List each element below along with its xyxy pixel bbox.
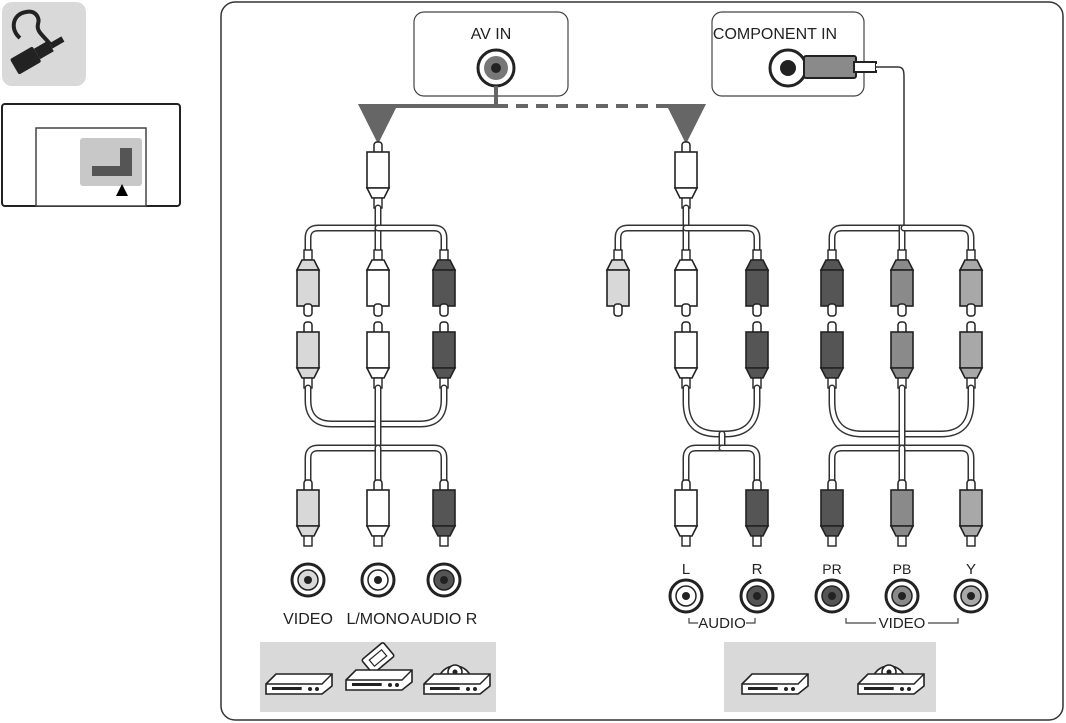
- av-middle-plug-2: [431, 321, 457, 389]
- av-jack-1: [360, 562, 396, 598]
- component-jack-1: [884, 578, 920, 614]
- av-in-port: AV IN: [413, 11, 569, 97]
- audio-jack-r: [739, 578, 775, 614]
- diagram-panel: [220, 1, 1064, 721]
- av-in-cable: [358, 86, 706, 144]
- video-label: VIDEO: [283, 611, 333, 628]
- camcorder-icon-base: [345, 669, 413, 691]
- audio-upper-plug-1: [673, 249, 699, 317]
- av-lower-plug-1: [365, 479, 391, 547]
- av-upper-plug-0: [295, 249, 321, 317]
- pr-label: PR: [822, 561, 841, 577]
- av-in-label: AV IN: [471, 26, 512, 43]
- camcorder-icon: [361, 642, 395, 674]
- av-jack-0: [290, 562, 326, 598]
- component-lower-plug-2: [958, 479, 984, 547]
- component-middle-plug-0: [819, 321, 845, 389]
- av-jack-2: [426, 562, 462, 598]
- audio-group-label: AUDIO: [698, 615, 746, 632]
- audio-middle-plug-l: [673, 321, 699, 389]
- component-in-label: COMPONENT IN: [713, 26, 837, 43]
- cable-plug-icon: [2, 2, 86, 86]
- audio-upper-plug-2: [744, 249, 770, 317]
- audio-jack-l: [668, 578, 704, 614]
- audio-r-label: AUDIO R: [411, 611, 478, 628]
- port-location-indicator-icon: [1, 103, 181, 207]
- jack-labels: VIDEO L/MONO AUDIO R L R PR PB Y AUDIO V…: [283, 561, 976, 632]
- component-in-port: COMPONENT IN: [711, 11, 877, 97]
- component-lower-plug-0: [819, 479, 845, 547]
- component-upper-plug-0: [819, 249, 845, 317]
- dvd-player-icon: [265, 673, 333, 695]
- l-label: L: [682, 561, 690, 578]
- disc-player-icon-base: [423, 673, 491, 695]
- component-middle-plug-1: [889, 321, 915, 389]
- av-middle-plug-0: [295, 321, 321, 389]
- drawing-layer: [260, 141, 989, 712]
- video-group-label: VIDEO: [879, 615, 926, 632]
- group-brackets: [688, 618, 959, 624]
- av-upper-plug-2: [431, 249, 457, 317]
- audio-upper-plug-0: [605, 249, 631, 317]
- component-upper-plug-1: [889, 249, 915, 317]
- audio-lower-plug-r: [744, 479, 770, 547]
- disc-player-icon-base: [857, 673, 925, 695]
- component-lower-plug-1: [889, 479, 915, 547]
- av-top-plug: [365, 141, 391, 209]
- audio-lower-plug-l: [673, 479, 699, 547]
- av-upper-plug-1: [365, 249, 391, 317]
- av-middle-plug-1: [365, 321, 391, 389]
- av-lower-plug-2: [431, 479, 457, 547]
- component-upper-plug-2: [958, 249, 984, 317]
- component-jack-0: [814, 578, 850, 614]
- l-mono-label: L/MONO: [346, 611, 409, 628]
- r-label: R: [752, 561, 763, 578]
- component-middle-plug-2: [958, 321, 984, 389]
- y-label: Y: [966, 561, 976, 578]
- pb-label: PB: [893, 561, 912, 577]
- av-lower-plug-0: [295, 479, 321, 547]
- dvd-player-icon: [741, 673, 809, 695]
- audio-top-plug: [673, 141, 699, 209]
- component-jack-2: [953, 578, 989, 614]
